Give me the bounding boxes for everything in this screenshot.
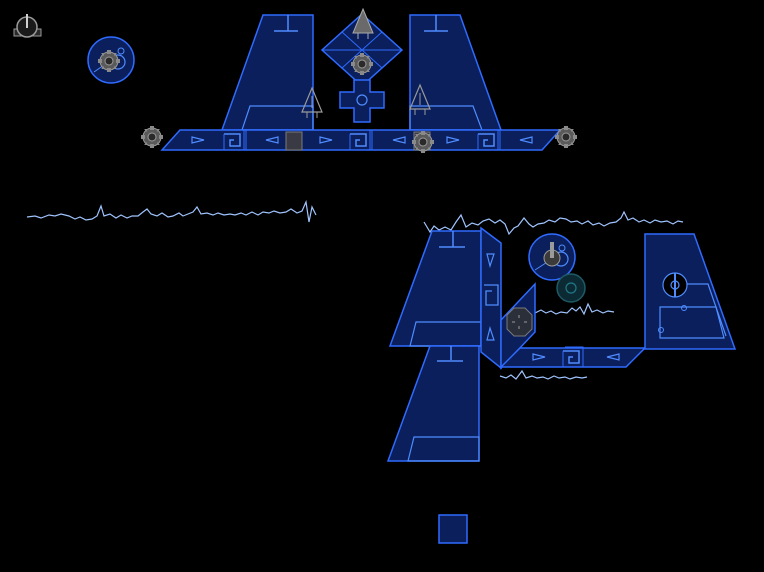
energy-wave [423,210,684,236]
energy-wave [534,302,615,316]
tower-lower-right [644,233,737,350]
cross-junction-icon [339,79,385,123]
energy-orb-icon [556,273,586,303]
player-ship-icon[interactable] [13,14,42,38]
gear-icon [140,125,164,149]
arrow-right-icon [319,136,333,144]
octagon-block-icon [506,307,533,337]
arrow-down-icon [486,253,495,269]
keyhole-icon [662,272,688,298]
tower-top-right [409,14,503,131]
top-platform [160,129,562,151]
arrow-right-icon [532,353,546,361]
gear-icon [97,49,121,73]
greek-key-icon [484,284,499,306]
vertical-connector [480,226,502,370]
energy-wave [26,199,317,223]
arrow-right-icon [191,136,205,144]
cannon-turret-icon [301,86,323,118]
top-fortress [160,12,562,151]
arrow-left-icon [606,353,620,361]
arrow-left-icon [392,136,406,144]
arrow-left-icon [265,136,279,144]
tower-lower-left-b [386,345,480,462]
square-crate-icon [438,514,468,544]
lower-fortress [386,226,737,462]
tower-lower-left-a [388,230,482,347]
arrow-right-icon [446,136,460,144]
cannon-turret-icon [352,7,374,39]
energy-wave [499,369,588,380]
cannon-turret-icon [543,242,561,267]
square-crate-icon [285,131,303,151]
tower-top-left [220,14,314,131]
cannon-turret-icon [409,83,431,115]
lower-platform [499,346,647,368]
arrow-left-icon [519,136,533,144]
arrow-up-icon [486,325,495,341]
